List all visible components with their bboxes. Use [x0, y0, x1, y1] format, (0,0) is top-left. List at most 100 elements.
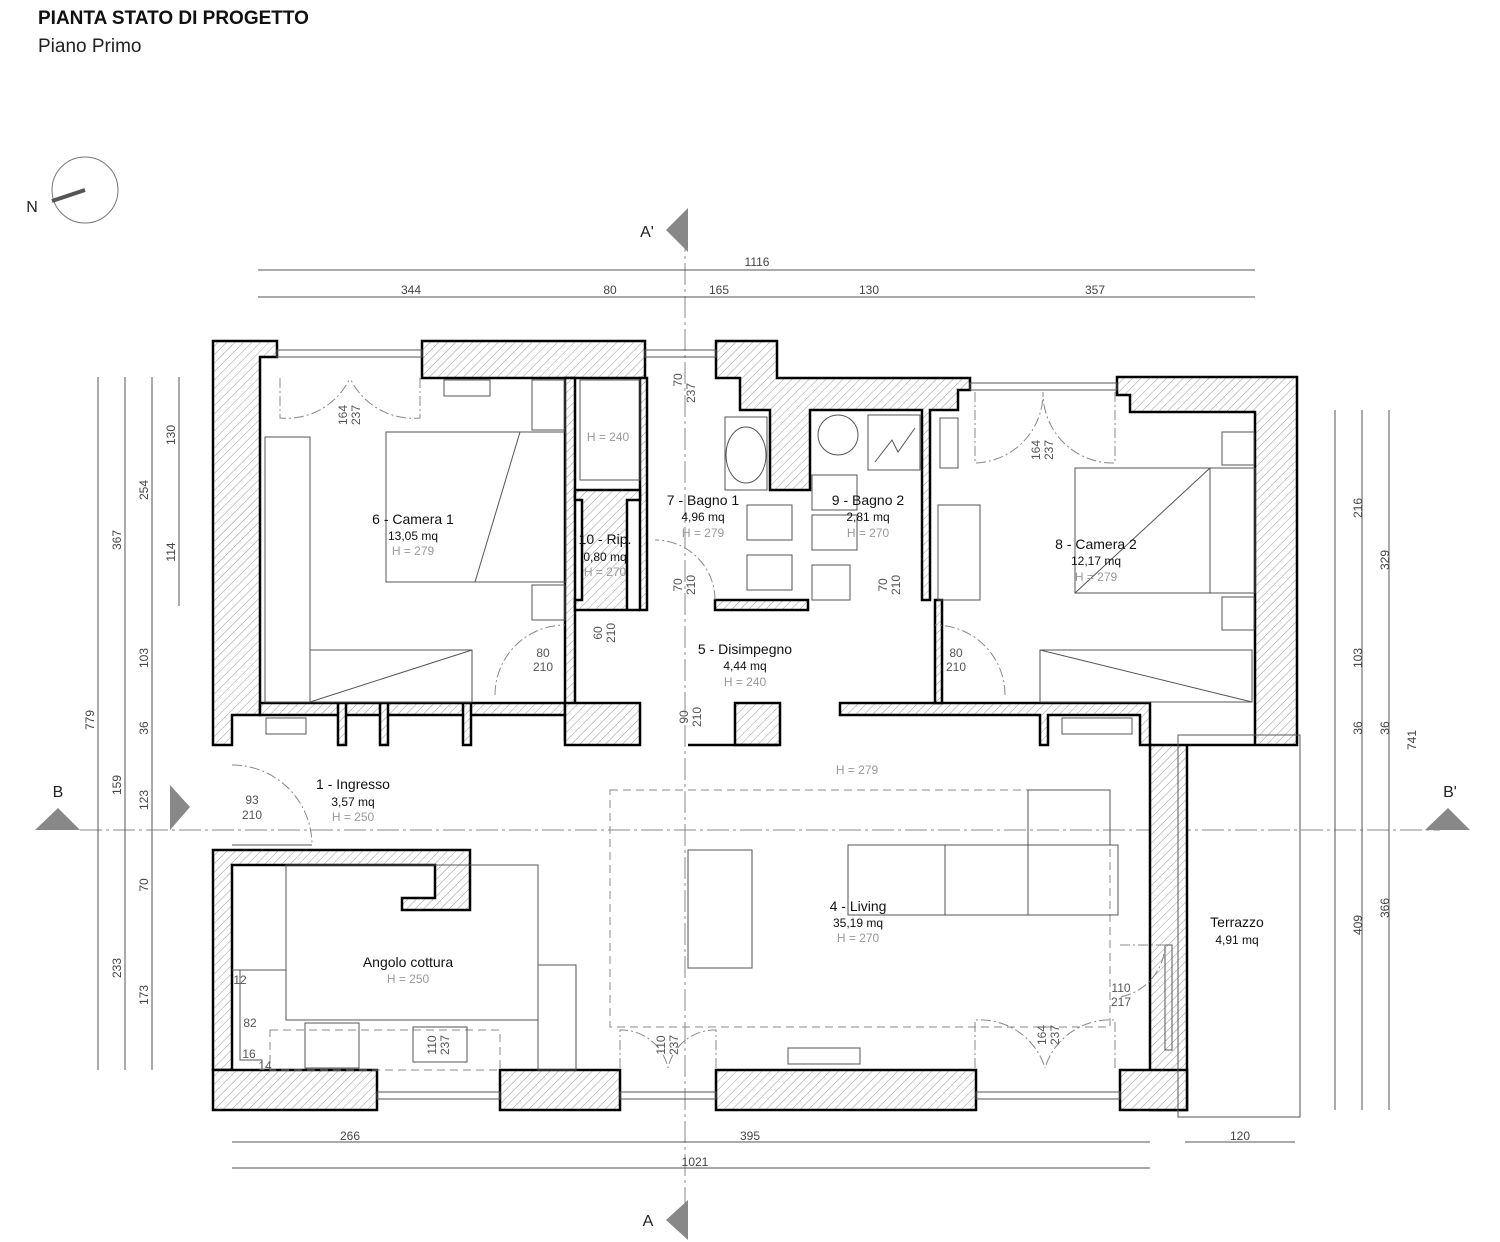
room-ripostiglio: 10 - Rip. 0,80 mq H = 270 — [579, 531, 632, 579]
dimension-lines — [97, 269, 1390, 1169]
svg-text:14: 14 — [258, 1059, 272, 1073]
svg-text:H = 270: H = 270 — [847, 526, 890, 540]
svg-text:8 - Camera 2: 8 - Camera 2 — [1055, 536, 1137, 552]
section-label-b-left: B — [53, 784, 64, 801]
door-swings — [231, 377, 1166, 1069]
svg-text:Terrazzo: Terrazzo — [1210, 914, 1264, 930]
kitchen-dims: 12 82 16 14 — [233, 973, 272, 1073]
svg-text:4,44 mq: 4,44 mq — [723, 659, 766, 673]
svg-text:210: 210 — [946, 660, 966, 674]
svg-text:159: 159 — [110, 775, 124, 795]
dim-top: 80 — [603, 283, 617, 297]
svg-text:70: 70 — [671, 578, 685, 592]
svg-text:H = 270: H = 270 — [837, 931, 880, 945]
svg-text:16: 16 — [242, 1047, 256, 1061]
svg-text:4 - Living: 4 - Living — [830, 898, 887, 914]
svg-text:216: 216 — [1351, 498, 1365, 518]
bathtub-sink-icon — [725, 426, 767, 484]
svg-text:70: 70 — [671, 373, 685, 387]
svg-text:237: 237 — [684, 383, 698, 403]
svg-text:254: 254 — [137, 480, 151, 500]
section-marker-b-right-icon — [1425, 808, 1470, 830]
svg-text:H = 250: H = 250 — [387, 972, 430, 986]
dim-bottom: 395 — [740, 1129, 760, 1143]
svg-text:110: 110 — [425, 1035, 439, 1054]
room-living: 4 - Living 35,19 mq H = 270 — [830, 898, 887, 945]
dim-bottom: 120 — [1230, 1129, 1250, 1143]
svg-text:779: 779 — [83, 710, 97, 730]
shower-icon — [817, 414, 859, 456]
svg-text:110: 110 — [1111, 981, 1130, 995]
dim-top: 357 — [1085, 283, 1105, 297]
dim-top: 165 — [709, 283, 729, 297]
svg-text:217: 217 — [1111, 995, 1131, 1009]
room-bagno-1: 7 - Bagno 1 4,96 mq H = 279 — [667, 492, 740, 540]
svg-text:H = 279: H = 279 — [1075, 570, 1118, 584]
svg-text:114: 114 — [164, 542, 178, 561]
svg-text:164: 164 — [1035, 1025, 1049, 1045]
svg-text:233: 233 — [110, 958, 124, 978]
terrace-outline — [1177, 734, 1301, 1118]
svg-text:103: 103 — [1351, 648, 1365, 668]
svg-text:H = 250: H = 250 — [332, 810, 375, 824]
svg-text:H = 240: H = 240 — [724, 675, 767, 689]
svg-text:90: 90 — [677, 710, 691, 724]
section-marker-a-top-icon — [666, 208, 688, 252]
radiator-icon — [265, 717, 307, 735]
svg-text:1 - Ingresso: 1 - Ingresso — [316, 776, 390, 792]
svg-text:82: 82 — [243, 1016, 257, 1030]
svg-text:4,96 mq: 4,96 mq — [681, 510, 724, 524]
svg-text:12,17 mq: 12,17 mq — [1071, 554, 1121, 568]
bed-camera-1 — [385, 431, 567, 583]
svg-text:7 - Bagno 1: 7 - Bagno 1 — [667, 492, 740, 508]
svg-text:237: 237 — [438, 1035, 452, 1055]
radiator-icon — [443, 379, 491, 397]
svg-text:164: 164 — [336, 405, 350, 425]
svg-text:210: 210 — [690, 707, 704, 727]
living-top-height: H = 279 — [836, 763, 879, 777]
section-marker-a-bottom-icon — [666, 1200, 688, 1240]
svg-text:210: 210 — [889, 575, 903, 595]
svg-text:237: 237 — [667, 1035, 681, 1055]
svg-text:210: 210 — [684, 575, 698, 595]
svg-text:6 - Camera 1: 6 - Camera 1 — [372, 511, 454, 527]
svg-text:237: 237 — [349, 405, 363, 425]
dim-top-total: 1116 — [745, 255, 770, 269]
dim-right: 216 103 36 409 329 36 366 741 — [1351, 498, 1419, 935]
bed-camera-2 — [1074, 467, 1256, 594]
windows — [276, 349, 1173, 1100]
dim-left: 779 367 159 233 130 254 114 103 36 123 7… — [83, 425, 178, 1005]
svg-text:H = 279: H = 279 — [392, 544, 435, 558]
svg-text:130: 130 — [164, 425, 178, 445]
entrance-arrow-icon — [170, 785, 190, 830]
svg-text:36: 36 — [137, 721, 151, 735]
radiator-icon — [787, 1047, 861, 1065]
svg-text:2,81 mq: 2,81 mq — [846, 510, 889, 524]
svg-text:366: 366 — [1378, 898, 1392, 918]
svg-text:409: 409 — [1351, 915, 1365, 935]
dining-table — [687, 849, 753, 969]
opening-labels: 164 237 70 237 164 237 70 210 60 210 80 … — [242, 373, 1131, 1055]
svg-text:36: 36 — [1351, 721, 1365, 735]
north-label: N — [26, 199, 38, 216]
svg-text:H = 279: H = 279 — [682, 526, 725, 540]
walls — [211, 339, 1299, 1112]
svg-text:3,57 mq: 3,57 mq — [331, 795, 374, 809]
dim-bottom: 266 — [340, 1129, 360, 1143]
svg-text:210: 210 — [242, 808, 262, 822]
dim-top: 130 — [859, 283, 879, 297]
svg-text:4,91 mq: 4,91 mq — [1215, 933, 1258, 947]
svg-text:Angolo cottura: Angolo cottura — [363, 954, 453, 970]
dim-top: 344 — [401, 283, 421, 297]
room-ingresso: 1 - Ingresso 3,57 mq H = 250 — [316, 776, 390, 824]
svg-text:70: 70 — [876, 578, 890, 592]
drawing-title: PIANTA STATO DI PROGETTO — [38, 8, 309, 29]
svg-text:210: 210 — [533, 660, 553, 674]
section-label-a-top: A' — [640, 224, 654, 241]
closet-height: H = 240 — [587, 430, 630, 444]
boiler-icon — [867, 414, 921, 471]
section-label-a-bottom: A — [643, 1213, 654, 1230]
section-marker-b-left-icon — [35, 808, 80, 830]
dim-bottom-total: 1021 — [682, 1155, 709, 1169]
